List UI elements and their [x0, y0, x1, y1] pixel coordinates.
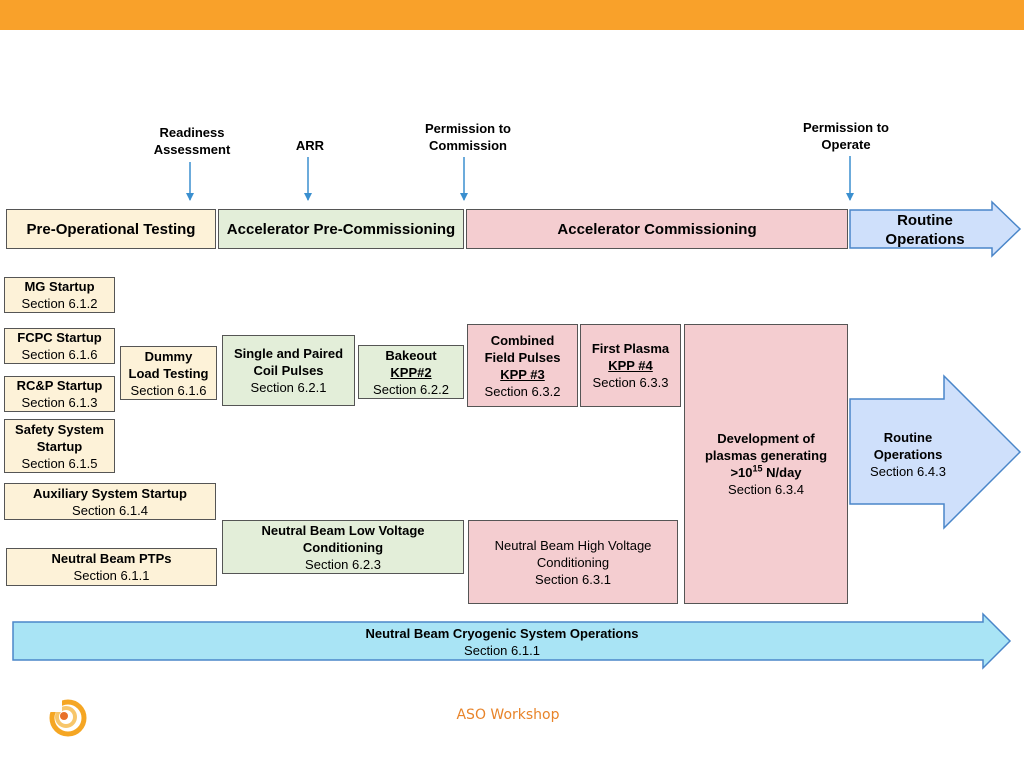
task-title-part: Development of plasmas generating >10 [704, 431, 828, 480]
task-title: First Plasma [591, 341, 670, 356]
task-section: Section 6.1.6 [130, 382, 207, 398]
task-nb-high-voltage-conditioning: Neutral Beam High Voltage Conditioning S… [468, 520, 678, 604]
task-section: Section 6.3.1 [535, 571, 611, 587]
task-coil-pulses: Single and Paired Coil Pulses Section 6.… [222, 335, 355, 406]
task-title: MG Startup [24, 279, 95, 294]
routine-operations-task-arrow [849, 374, 1022, 530]
task-title: Neutral Beam PTPs [51, 551, 172, 566]
task-section: Section 6.2.2 [373, 381, 449, 397]
task-first-plasma: First Plasma KPP #4 Section 6.3.3 [580, 324, 681, 407]
task-routine-operations: Routine Operations Section 6.4.3 [852, 427, 964, 481]
task-section: Section 6.1.2 [21, 296, 98, 311]
task-section: Section 6.1.5 [21, 455, 98, 471]
task-title: Single and Paired Coil Pulses [233, 346, 344, 378]
task-title: Neutral Beam Cryogenic System Operations [365, 626, 639, 641]
task-fcpc-startup: FCPC Startup Section 6.1.6 [4, 328, 115, 364]
task-title: Neutral Beam Low Voltage Conditioning [261, 522, 425, 555]
task-kpp: KPP #3 [500, 366, 545, 382]
task-dummy-load-testing: Dummy Load Testing Section 6.1.6 [120, 346, 217, 400]
task-section: Section 6.1.6 [21, 347, 98, 362]
phase-accelerator-pre-commissioning: Accelerator Pre-Commissioning [218, 209, 464, 249]
task-section: Section 6.3.2 [484, 383, 561, 399]
task-section: Section 6.1.4 [72, 502, 148, 518]
task-title: Dummy Load Testing [128, 348, 209, 381]
task-kpp: KPP #4 [608, 358, 653, 373]
task-combined-field-pulses: Combined Field Pulses KPP #3 Section 6.3… [467, 324, 578, 407]
task-title: Neutral Beam High Voltage Conditioning [494, 537, 652, 570]
task-nb-low-voltage-conditioning: Neutral Beam Low Voltage Conditioning Se… [222, 520, 464, 574]
task-auxiliary-system-startup: Auxiliary System Startup Section 6.1.4 [4, 483, 216, 520]
task-development-of-plasmas: Development of plasmas generating >1015 … [684, 324, 848, 604]
arr-label: ARR [295, 138, 325, 153]
task-title: RC&P Startup [16, 378, 103, 393]
task-mg-startup: MG Startup Section 6.1.2 [4, 277, 115, 313]
task-title: Routine Operations [873, 429, 943, 462]
task-section: Section 6.3.4 [728, 482, 804, 497]
task-title: FCPC Startup [17, 330, 102, 345]
task-section: Section 6.1.1 [73, 568, 150, 583]
task-safety-system-startup: Safety System Startup Section 6.1.5 [4, 419, 115, 473]
phase-routine-operations: Routine Operations [885, 212, 965, 248]
task-neutral-beam-ptps: Neutral Beam PTPs Section 6.1.1 [6, 548, 217, 586]
task-section: Section 6.1.1 [464, 643, 540, 658]
task-title: Development of plasmas generating >1015 … [705, 430, 827, 481]
task-kpp: KPP#2 [390, 364, 432, 380]
phase-accelerator-commissioning: Accelerator Commissioning [466, 209, 848, 249]
task-rcp-startup: RC&P Startup Section 6.1.3 [4, 376, 115, 412]
task-nb-cryogenic-operations: Neutral Beam Cryogenic System Operations… [20, 624, 984, 660]
permission-to-commission-label: Permission to Commission [425, 121, 511, 153]
footer-text: ASO Workshop [456, 707, 560, 723]
task-bakeout: Bakeout KPP#2 Section 6.2.2 [358, 345, 464, 399]
task-title: Combined Field Pulses [484, 332, 561, 365]
task-section: Section 6.2.1 [250, 380, 327, 395]
routine-operations-arrow [849, 200, 1022, 258]
logo-icon [46, 698, 87, 737]
top-accent-bar [0, 0, 1024, 30]
task-title: Safety System Startup [15, 421, 104, 454]
readiness-assessment-label: Readiness Assessment [153, 125, 231, 157]
task-section: Section 6.1.3 [21, 395, 98, 410]
task-title: Auxiliary System Startup [33, 485, 187, 501]
nb-cryogenic-arrow [12, 612, 1012, 670]
task-section: Section 6.2.3 [305, 556, 381, 572]
phase-pre-operational-testing: Pre-Operational Testing [6, 209, 216, 249]
task-section: Section 6.3.3 [592, 375, 669, 390]
task-title-part: N/day [762, 465, 802, 480]
task-title: Bakeout [385, 347, 437, 363]
task-title-superscript: 15 [752, 463, 763, 474]
permission-to-operate-label: Permission to Operate [803, 120, 889, 152]
task-section: Section 6.4.3 [870, 463, 946, 479]
